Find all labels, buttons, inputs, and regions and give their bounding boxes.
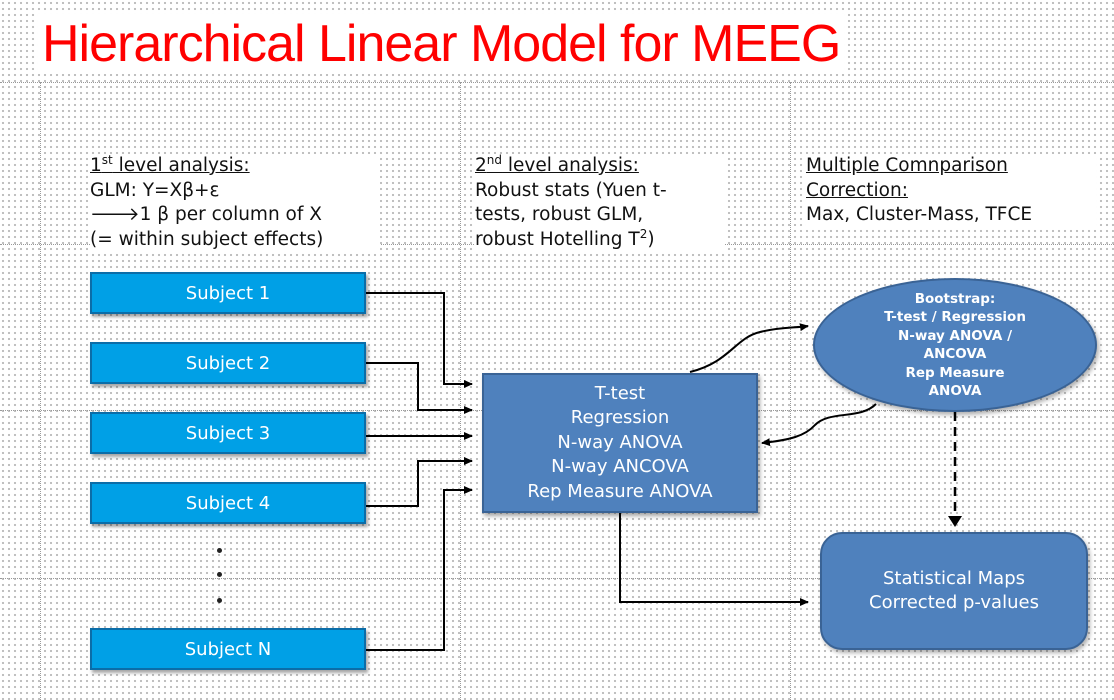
bootstrap-ellipse: Bootstrap: T-test / Regression N-way ANO…	[813, 278, 1097, 412]
bootstrap-line-1: T-test / Regression	[884, 309, 1026, 325]
bootstrap-line-5: ANOVA	[928, 383, 982, 399]
grid-line-v2	[460, 82, 461, 700]
arrow-subject-2	[366, 362, 473, 414]
ellipsis-dot-1	[217, 548, 222, 553]
grid-line-v3	[790, 82, 791, 700]
subject-box-n: Subject N	[90, 628, 366, 670]
bootstrap-line-3: ANCOVA	[923, 346, 987, 362]
second-level-line-1: Robust stats (Yuen t-	[475, 179, 667, 201]
subject-box-4: Subject 4	[90, 482, 366, 524]
second-level-header: 2nd level analysis:	[475, 152, 639, 176]
mcc-line-1: Max, Cluster-Mass, TFCE	[806, 204, 1033, 225]
ellipsis-dot-3	[217, 598, 222, 603]
arrow-bootstrap-to-maps-head	[948, 516, 962, 527]
grid-line-h1	[0, 82, 1114, 83]
grid-line-h4	[0, 578, 1114, 579]
central-line-3: N-way ANOVA	[557, 431, 683, 453]
mcc-panel: Multiple Comnparison Correction: Max, Cl…	[806, 154, 1096, 228]
bootstrap-title: Bootstrap:	[914, 290, 996, 307]
arrow-right-icon: 🡒	[90, 204, 140, 225]
second-level-panel: 2nd level analysis: Robust stats (Yuen t…	[475, 154, 725, 252]
maps-line-2: Corrected p-values	[869, 592, 1039, 613]
arrow-bootstrap-to-central	[761, 403, 877, 447]
maps-line-1: Statistical Maps	[882, 568, 1026, 589]
first-level-line-3: (= within subject effects)	[90, 228, 324, 250]
mcc-header-line-1: Multiple Comnparison	[806, 155, 1008, 176]
central-line-5: Rep Measure ANOVA	[527, 480, 713, 502]
second-level-line-3: robust Hotelling T2)	[475, 226, 655, 250]
first-level-header: 1st level analysis:	[90, 152, 250, 176]
ellipsis-dot-2	[217, 572, 222, 577]
first-level-line-1: GLM: Y=Xβ+ε	[90, 179, 220, 201]
central-line-4: N-way ANCOVA	[551, 456, 689, 478]
central-line-2: Regression	[570, 407, 670, 429]
bootstrap-line-4: Rep Measure	[905, 364, 1005, 381]
grid-line-v1	[40, 82, 41, 700]
mcc-header-line-2: Correction:	[806, 179, 908, 201]
second-level-line-2: tests, robust GLM,	[475, 204, 644, 225]
subject-box-1: Subject 1	[90, 272, 366, 314]
arrow-subject-1	[366, 292, 473, 388]
statistical-maps-box: Statistical Maps Corrected p-values	[820, 532, 1088, 650]
subject-box-3: Subject 3	[90, 412, 366, 454]
arrow-central-to-maps	[619, 513, 809, 606]
slide-title: Hierarchical Linear Model for MEEG	[38, 14, 845, 74]
arrow-subject-n	[366, 486, 473, 651]
central-line-1: T-test	[594, 382, 646, 404]
second-level-tests-box: T-test Regression N-way ANOVA N-way ANCO…	[482, 373, 758, 513]
first-level-panel: 1st level analysis: GLM: Y=Xβ+ε 🡒1 β per…	[90, 154, 380, 252]
subject-box-2: Subject 2	[90, 342, 366, 384]
first-level-line-2: 🡒1 β per column of X	[90, 204, 322, 225]
arrow-subject-4	[366, 457, 473, 507]
arrow-central-to-bootstrap	[689, 323, 809, 373]
bootstrap-line-2: N-way ANOVA /	[897, 327, 1013, 344]
